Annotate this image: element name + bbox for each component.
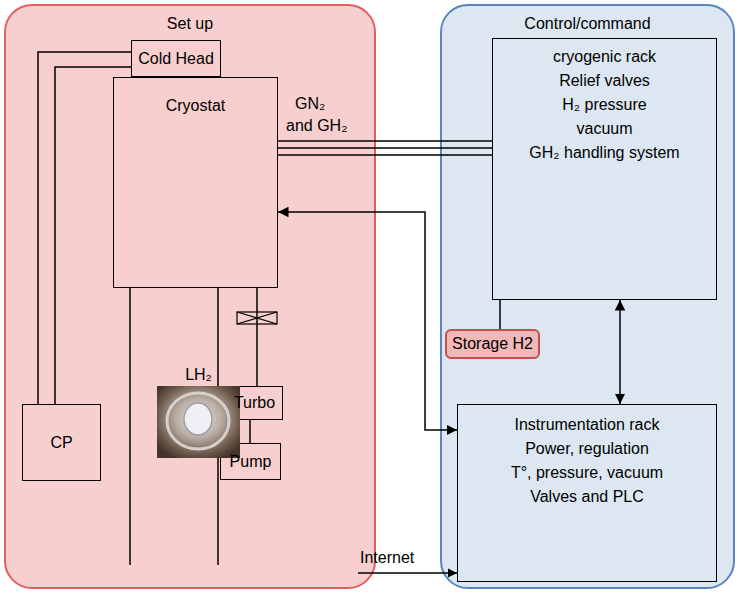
connector-line (619, 300, 621, 404)
connector-line (55, 67, 131, 404)
box-label: Power, regulation (525, 437, 649, 461)
cp-box: CP (22, 404, 101, 481)
cryogenic-rack-box: cryogenic rackRelief valvesH₂ pressureva… (492, 38, 717, 300)
box-label: Pump (230, 450, 272, 474)
box-label: T°, pressure, vacuum (511, 461, 663, 485)
box-label: Turbo (234, 391, 275, 415)
box-label: Relief valves (559, 69, 650, 93)
box-label: Cryostat (166, 94, 226, 118)
setup-panel: Set up Cold HeadCryostatTurboPump CP (4, 4, 376, 589)
connector-line (278, 154, 492, 156)
connector-line (278, 147, 492, 149)
lh2-photo-ring (167, 393, 229, 449)
connector-line (249, 420, 251, 443)
connector-line (499, 300, 501, 329)
lh2-photo-cell (184, 403, 212, 435)
internet-arrow (358, 572, 457, 573)
panel-title: Set up (167, 12, 213, 36)
panel-title: Control/command (524, 12, 650, 36)
edge-label: GN₂ and GH₂ (286, 93, 350, 137)
connector-line (38, 52, 131, 404)
box-label: Instrumentation rack (515, 413, 660, 437)
connector-line (278, 140, 492, 142)
connector-line (278, 212, 457, 430)
lh2-label: LH₂ (157, 364, 240, 386)
control-panel: Control/commandcryogenic rackRelief valv… (440, 4, 735, 589)
box-label: CP (50, 431, 72, 455)
box-label: vacuum (576, 117, 632, 141)
box-label: Valves and PLC (530, 485, 644, 509)
storage-box: Storage H2 (445, 329, 540, 359)
turbo-box: Turbo (227, 386, 283, 420)
dewar-wall-line (129, 288, 131, 565)
internet-label: Internet (360, 547, 414, 569)
lh2-photo (157, 386, 240, 458)
box-label: H₂ pressure (562, 93, 646, 117)
cold-head-box: Cold Head (131, 40, 221, 77)
cryostat-box: Cryostat (113, 77, 278, 288)
box-label: Cold Head (138, 47, 214, 71)
pump-box: Pump (220, 443, 281, 480)
instrumentation-rack-box: Instrumentation rackPower, regulationT°,… (457, 404, 717, 582)
box-label: cryogenic rack (553, 45, 656, 69)
box-label: Storage H2 (452, 332, 533, 356)
box-label: GH₂ handling system (529, 141, 679, 165)
connector-line (256, 288, 258, 386)
